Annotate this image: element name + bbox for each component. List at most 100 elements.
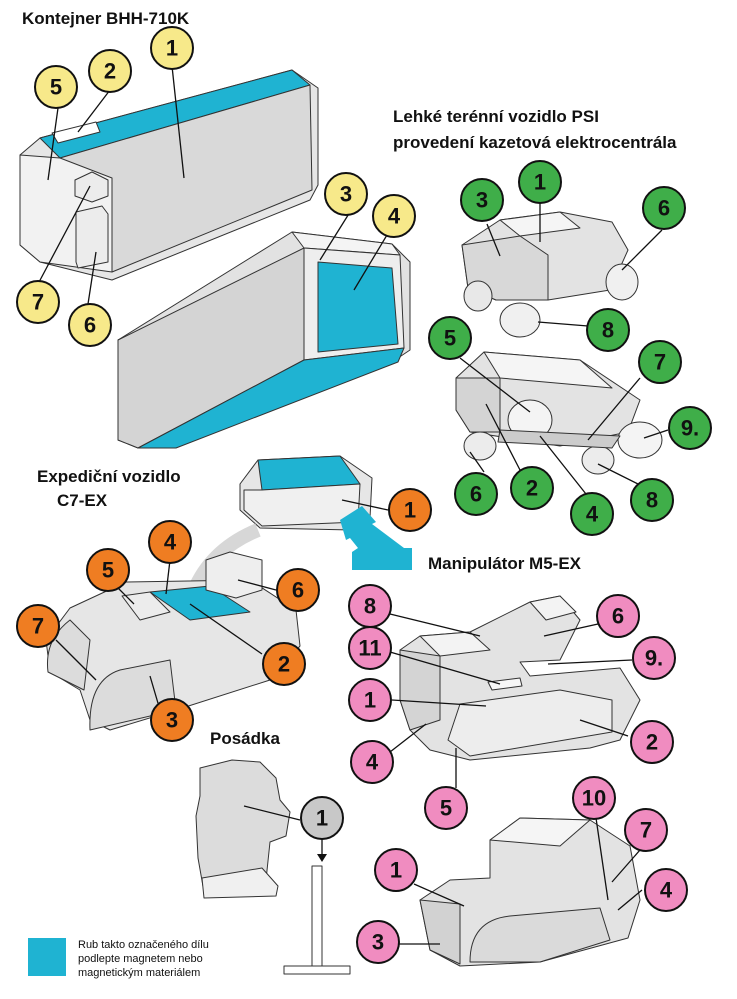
- badges-manipulator: 8 6 11 9. 1 2 4 5 10 7 1 4 3: [348, 584, 688, 964]
- svg-text:6: 6: [292, 578, 304, 603]
- crew-stand: [283, 865, 351, 975]
- svg-text:6: 6: [658, 196, 670, 221]
- badge-manip-11: 11: [348, 626, 392, 670]
- svg-text:1: 1: [404, 498, 416, 523]
- badges-container: 1 2 5 7 6 3 4: [16, 26, 416, 347]
- badge-container-3: 3: [324, 172, 368, 216]
- badge-exp-7: 7: [16, 604, 60, 648]
- expedition-module-part: [239, 455, 373, 531]
- magnet-arrow: [189, 506, 412, 590]
- svg-text:8: 8: [364, 594, 376, 619]
- svg-text:4: 4: [660, 878, 673, 903]
- badge-manip-5: 5: [424, 786, 468, 830]
- badge-manip-4b: 4: [644, 868, 688, 912]
- badge-manip-9: 9.: [632, 636, 676, 680]
- svg-text:9.: 9.: [681, 416, 699, 441]
- badge-exp-4: 4: [148, 520, 192, 564]
- svg-text:5: 5: [102, 558, 114, 583]
- svg-text:3: 3: [372, 930, 384, 955]
- svg-text:1: 1: [390, 858, 402, 883]
- svg-text:2: 2: [646, 730, 658, 755]
- badge-psi-6: 6: [642, 186, 686, 230]
- badge-psi-8: 8: [586, 308, 630, 352]
- svg-text:1: 1: [316, 806, 328, 831]
- badge-psi-6b: 6: [454, 472, 498, 516]
- badge-psi-7: 7: [638, 340, 682, 384]
- svg-text:1: 1: [534, 170, 546, 195]
- svg-text:3: 3: [476, 188, 488, 213]
- badge-psi-5: 5: [428, 316, 472, 360]
- legend-line-3: magnetickým materiálem: [78, 967, 200, 979]
- svg-text:8: 8: [602, 318, 614, 343]
- badge-psi-3: 3: [460, 178, 504, 222]
- title-crew: Posádka: [210, 729, 280, 748]
- container-lid-part: [19, 69, 319, 281]
- svg-text:11: 11: [358, 636, 381, 661]
- badge-manip-4: 4: [350, 740, 394, 784]
- svg-text:5: 5: [50, 75, 62, 100]
- svg-text:3: 3: [166, 708, 178, 733]
- svg-text:5: 5: [444, 326, 456, 351]
- svg-text:1: 1: [364, 688, 376, 713]
- badge-manip-7: 7: [624, 808, 668, 852]
- svg-text:2: 2: [104, 59, 116, 84]
- title-expedition-line1: Expediční vozidlo: [37, 467, 181, 486]
- svg-text:6: 6: [470, 482, 482, 507]
- svg-text:4: 4: [164, 530, 177, 555]
- title-expedition-line2: C7-EX: [57, 491, 108, 510]
- svg-text:10: 10: [582, 786, 606, 811]
- svg-text:2: 2: [278, 652, 290, 677]
- svg-text:4: 4: [586, 502, 599, 527]
- badges-crew: 1: [300, 796, 344, 840]
- title-psi-line2: provedení kazetová elektrocentrála: [393, 133, 677, 152]
- svg-text:8: 8: [646, 488, 658, 513]
- title-psi-line1: Lehké terénní vozidlo PSI: [393, 107, 599, 126]
- badge-container-6: 6: [68, 303, 112, 347]
- svg-text:7: 7: [32, 614, 44, 639]
- psi-vehicle-top: [461, 211, 639, 338]
- svg-text:9.: 9.: [645, 646, 663, 671]
- legend: Rub takto označeného dílu podlepte magne…: [28, 938, 209, 979]
- badge-container-7: 7: [16, 280, 60, 324]
- badge-psi-8b: 8: [630, 478, 674, 522]
- svg-text:4: 4: [388, 204, 401, 229]
- svg-text:5: 5: [440, 796, 452, 821]
- badge-manip-3: 3: [356, 920, 400, 964]
- expedition-vehicle-body: [45, 551, 301, 731]
- badge-manip-1: 1: [348, 678, 392, 722]
- svg-text:7: 7: [640, 818, 652, 843]
- legend-line-2: podlepte magnetem nebo: [78, 953, 203, 965]
- leader-lines: [37, 65, 669, 945]
- svg-text:2: 2: [526, 476, 538, 501]
- badge-psi-4: 4: [570, 492, 614, 536]
- svg-text:4: 4: [366, 750, 379, 775]
- title-manipulator: Manipulátor M5-EX: [428, 554, 582, 573]
- badge-exp-2: 2: [262, 642, 306, 686]
- badge-psi-9: 9.: [668, 406, 712, 450]
- svg-text:6: 6: [612, 604, 624, 629]
- badge-manip-8: 8: [348, 584, 392, 628]
- badge-manip-10: 10: [572, 776, 616, 820]
- badge-manip-6: 6: [596, 594, 640, 638]
- badge-exp-5: 5: [86, 548, 130, 592]
- psi-vehicle-bottom: [455, 351, 663, 475]
- container-body-part: [117, 231, 411, 449]
- badge-exp-6: 6: [276, 568, 320, 612]
- manipulator-part-bottom: [419, 817, 641, 967]
- legend-swatch-magnet: [28, 938, 66, 976]
- svg-text:7: 7: [32, 290, 44, 315]
- badges-expedition: 1 4 5 6 7 2 3: [16, 488, 432, 742]
- svg-text:3: 3: [340, 182, 352, 207]
- title-container: Kontejner BHH-710K: [22, 9, 190, 28]
- badge-container-4: 4: [372, 194, 416, 238]
- badge-exp-3: 3: [150, 698, 194, 742]
- svg-text:6: 6: [84, 313, 96, 338]
- legend-line-1: Rub takto označeného dílu: [78, 939, 209, 951]
- badge-container-5: 5: [34, 65, 78, 109]
- badge-container-2: 2: [88, 49, 132, 93]
- badge-manip-1b: 1: [374, 848, 418, 892]
- crew-figure: [195, 759, 291, 899]
- manipulator-part: [399, 595, 641, 761]
- badge-exp-1: 1: [388, 488, 432, 532]
